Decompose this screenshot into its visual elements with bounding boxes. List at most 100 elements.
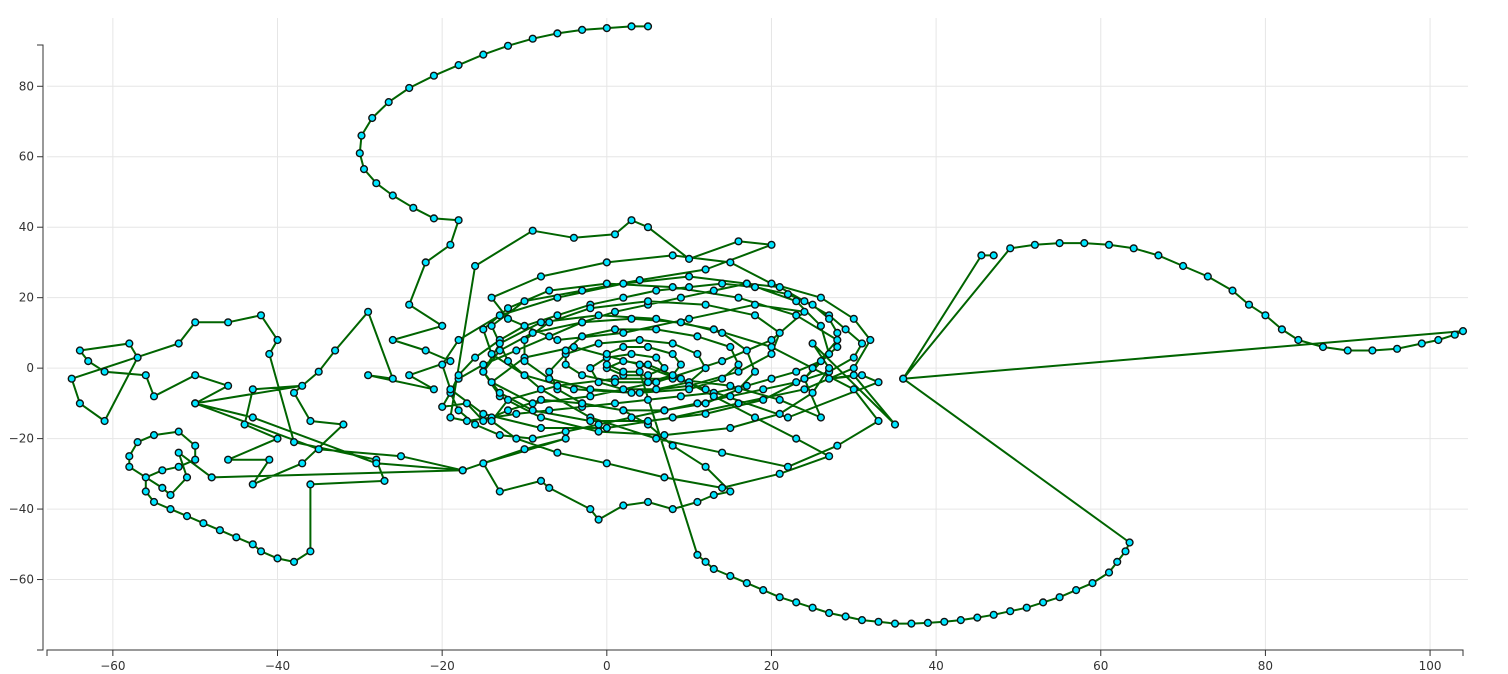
- data-point: [668, 371, 677, 380]
- data-point: [849, 385, 858, 394]
- data-point: [652, 325, 661, 334]
- data-point: [693, 497, 702, 507]
- data-point: [388, 191, 397, 200]
- data-point: [471, 261, 480, 271]
- data-point: [512, 346, 521, 355]
- data-point: [359, 165, 369, 174]
- data-point: [701, 300, 710, 309]
- data-point: [1392, 344, 1402, 353]
- data-point: [487, 349, 496, 359]
- data-point: [133, 438, 142, 447]
- data-point: [536, 423, 546, 433]
- data-point: [528, 406, 537, 415]
- data-point: [174, 339, 183, 348]
- data-point: [1125, 538, 1134, 547]
- data-point: [454, 406, 463, 415]
- data-point: [849, 364, 858, 373]
- data-point: [388, 335, 397, 345]
- data-point: [693, 349, 702, 359]
- data-point: [734, 367, 743, 376]
- x-tick-label: −40: [265, 659, 290, 673]
- data-point: [684, 385, 694, 394]
- data-point: [479, 360, 488, 369]
- y-tick-label: −40: [9, 502, 34, 516]
- data-point: [635, 367, 644, 376]
- data-point: [841, 612, 850, 621]
- data-point: [866, 335, 875, 345]
- data-point: [1294, 335, 1303, 345]
- data-point: [380, 476, 389, 486]
- data-point: [643, 378, 653, 387]
- data-point: [643, 360, 653, 369]
- data-point: [602, 279, 611, 288]
- data-point: [800, 307, 809, 316]
- data-point: [701, 409, 710, 419]
- data-point: [726, 381, 735, 390]
- data-point: [652, 353, 661, 362]
- data-point: [619, 328, 628, 338]
- data-point: [207, 473, 216, 482]
- data-point: [495, 431, 504, 440]
- data-point: [503, 314, 513, 323]
- data-point: [536, 413, 546, 422]
- y-axis-line: [37, 44, 44, 651]
- data-point: [446, 385, 455, 394]
- data-point: [734, 385, 743, 394]
- data-point: [709, 564, 718, 574]
- data-point: [619, 279, 628, 288]
- data-point: [1080, 239, 1089, 248]
- data-point: [849, 353, 858, 362]
- data-point: [742, 346, 751, 355]
- data-point: [824, 364, 834, 373]
- data-point: [256, 311, 266, 320]
- data-point: [487, 293, 496, 302]
- data-point: [545, 332, 554, 341]
- grid-lines: [47, 18, 1468, 650]
- data-point: [652, 286, 661, 295]
- data-point: [384, 97, 393, 107]
- data-point: [973, 613, 982, 622]
- data-point: [536, 318, 546, 327]
- data-point: [421, 258, 430, 267]
- data-point: [619, 385, 628, 394]
- data-point: [619, 501, 628, 510]
- data-point: [775, 283, 784, 292]
- data-point: [503, 406, 513, 415]
- data-point: [750, 300, 760, 309]
- data-point: [553, 293, 562, 302]
- data-point: [479, 50, 488, 59]
- data-point: [652, 385, 661, 394]
- data-point: [141, 473, 150, 482]
- data-point: [454, 216, 463, 225]
- data-point: [405, 371, 414, 380]
- data-point: [652, 314, 661, 323]
- data-point: [520, 335, 529, 345]
- data-point: [1343, 346, 1352, 355]
- data-point: [1277, 325, 1287, 334]
- y-tick-label: 40: [19, 220, 34, 234]
- data-point: [191, 371, 200, 380]
- data-point: [577, 25, 587, 35]
- data-point: [446, 413, 455, 422]
- data-point: [528, 226, 537, 235]
- data-point: [458, 466, 467, 475]
- data-point: [676, 293, 686, 302]
- data-point: [1244, 300, 1254, 309]
- data-point: [684, 272, 694, 281]
- data-point: [577, 371, 587, 380]
- data-point: [775, 469, 784, 478]
- data-point: [693, 550, 702, 560]
- series-points: [67, 22, 1468, 628]
- data-point: [256, 547, 266, 556]
- series-path: [70, 25, 1464, 625]
- data-point: [528, 34, 537, 43]
- data-point: [273, 335, 282, 345]
- data-point: [471, 420, 480, 429]
- data-point: [643, 416, 653, 426]
- data-point: [577, 318, 587, 327]
- data-point: [357, 131, 366, 140]
- data-point: [586, 505, 595, 514]
- data-point: [495, 487, 504, 496]
- data-point: [75, 399, 85, 408]
- data-point: [569, 385, 579, 394]
